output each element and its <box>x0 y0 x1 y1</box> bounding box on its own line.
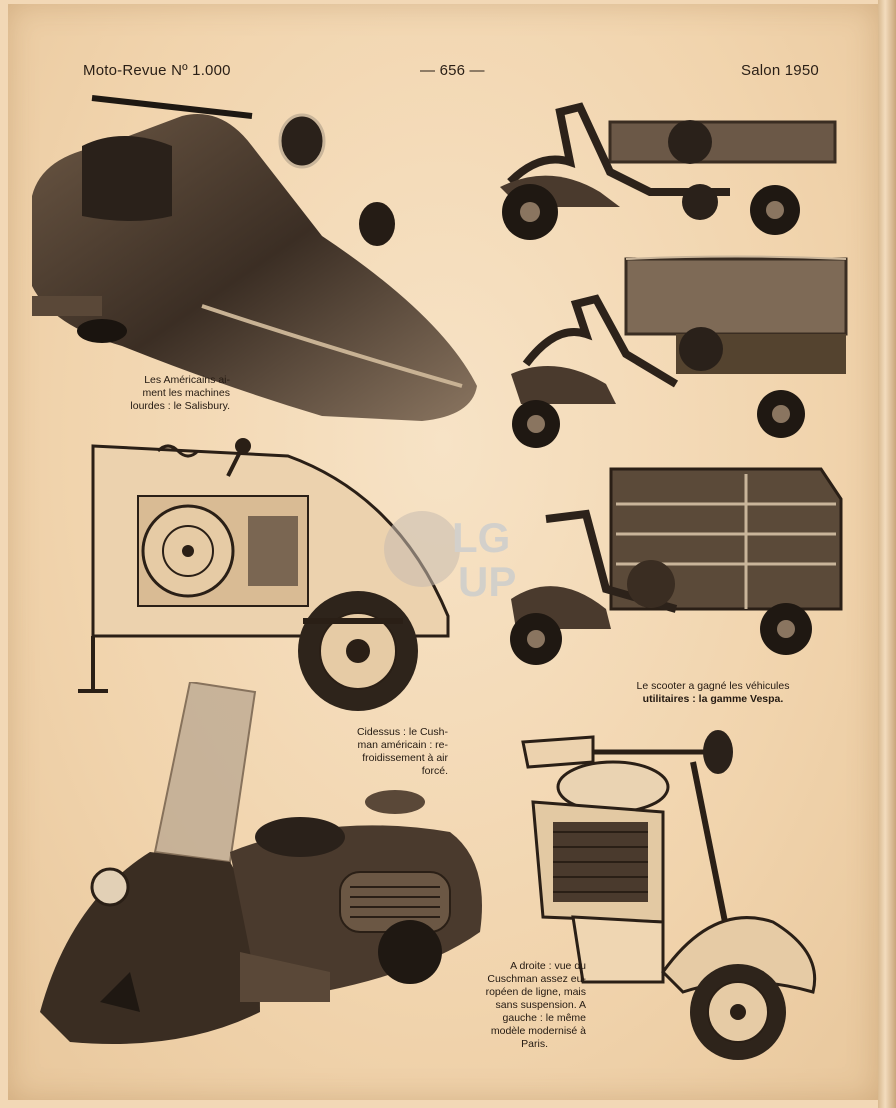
caption-line: A droite : vue du <box>510 960 586 972</box>
caption-line: utilitaires : la gamme Vespa. <box>642 693 784 705</box>
droite-caption: A droite : vue du Cuschman assez eu- rop… <box>453 960 586 1051</box>
magazine-issue: Moto-Revue Nº 1.000 <box>83 62 231 79</box>
cushman-caption: Cidessus : le Cush- man américain : re- … <box>313 726 448 778</box>
vespa-flatbed-photo <box>490 92 842 242</box>
caption-line: modèle modernisé à <box>490 1025 586 1037</box>
caption-line: sans suspension. A <box>495 999 586 1011</box>
caption-line: Cidessus : le Cush- <box>356 726 448 738</box>
cushman-line-drawing <box>513 722 838 1067</box>
caption-line: gauche : le même <box>502 1012 586 1024</box>
modernised-cushman-photo <box>30 682 490 1058</box>
cushman-engine-cutaway-drawing <box>68 436 458 711</box>
vespa-box-van-photo <box>496 459 848 674</box>
caption-line: froidissement à air <box>362 752 448 764</box>
caption-line: Les Américains ai- <box>144 374 230 386</box>
section-title: Salon 1950 <box>741 62 819 79</box>
caption-line: ropéen de ligne, mais <box>485 986 586 998</box>
page-number: — 656 — <box>420 62 485 79</box>
caption-line: Paris. <box>521 1038 548 1050</box>
page-edge-strip <box>878 0 896 1108</box>
vespa-caption: Le scooter a gagné les véhicules utilita… <box>588 680 838 706</box>
caption-line: ment les machines <box>142 387 230 399</box>
salisbury-scooter-photo <box>22 86 478 431</box>
watermark-line1: LG <box>452 514 510 561</box>
vespa-covered-truck-photo <box>496 254 848 449</box>
caption-line: Cuschman assez eu- <box>487 973 586 985</box>
watermark-line2: UP <box>458 558 516 604</box>
caption-line: man américain : re- <box>357 739 448 751</box>
lg-up-watermark-logo: LG UP <box>380 504 530 605</box>
caption-line: Le scooter a gagné les véhicules <box>636 680 790 692</box>
caption-line: lourdes : le Salisbury. <box>130 400 230 412</box>
caption-line: forcé. <box>421 765 448 777</box>
salisbury-caption: Les Américains ai- ment les machines lou… <box>78 374 230 413</box>
magazine-page: Moto-Revue Nº 1.000 — 656 — Salon 1950 L… <box>8 4 878 1100</box>
